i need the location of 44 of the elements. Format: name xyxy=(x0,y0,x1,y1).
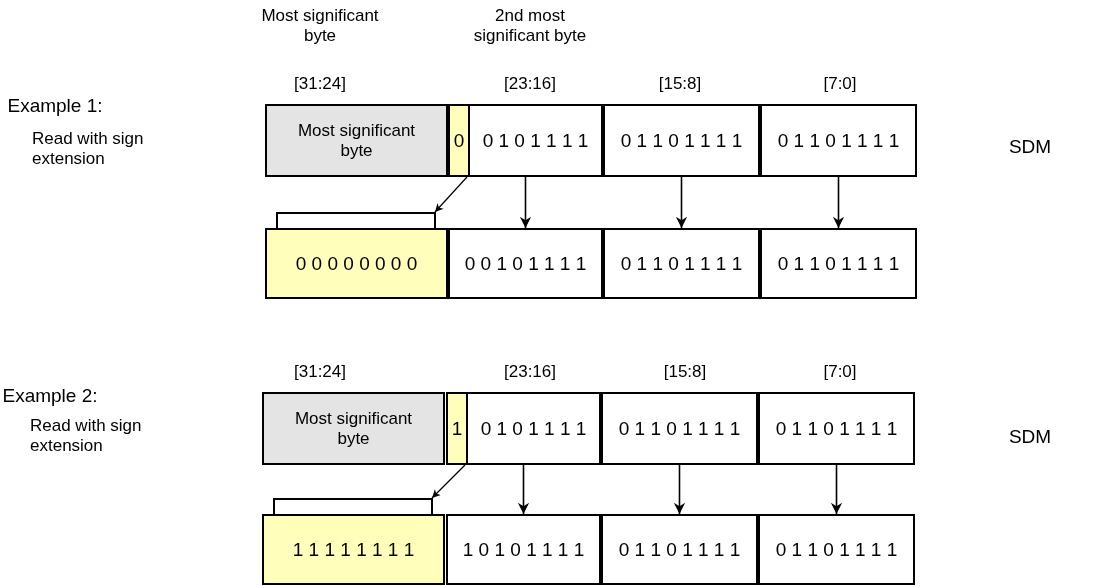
byte-box: 0 1 1 0 1 1 1 1 xyxy=(758,514,915,585)
byte-box: 0 1 1 0 1 1 1 1 xyxy=(603,228,760,299)
byte-box: 0 1 1 0 1 1 1 1 xyxy=(760,228,917,299)
byte-box: 0 1 1 0 1 1 1 1 xyxy=(601,392,758,465)
bit-range-label: [7:0] xyxy=(822,74,858,95)
bracket-line xyxy=(276,212,436,228)
sign-bit-cell: 1 xyxy=(448,394,468,463)
byte-box: 1 0 1 0 1 1 1 1 xyxy=(446,392,601,465)
bit-range-label: [15:8] xyxy=(657,74,703,95)
arrow xyxy=(675,176,688,229)
bit-range-label: [31:24] xyxy=(293,74,347,95)
sign-bit-cell: 0 xyxy=(450,106,470,175)
register-byte-box: Most significant byte xyxy=(262,392,445,465)
byte-box: 0 1 1 0 1 1 1 1 xyxy=(760,104,917,177)
arrow xyxy=(832,176,845,229)
column-heading: Most significant byte xyxy=(260,6,380,47)
byte-box: 0 1 1 0 1 1 1 1 xyxy=(601,514,758,585)
sign-extended-byte-box: 0 0 0 0 0 0 0 0 xyxy=(265,228,448,299)
arrow xyxy=(517,464,530,515)
register-byte-box: Most significant byte xyxy=(265,104,448,177)
example-title: Example 1: xyxy=(6,95,104,118)
arrow xyxy=(830,464,843,515)
example-description: Read with sign extension xyxy=(32,129,145,170)
byte-box: 0 0 1 0 1 1 1 1 xyxy=(448,104,603,177)
byte-box: 0 1 1 0 1 1 1 1 xyxy=(603,104,760,177)
example-title: Example 2: xyxy=(1,385,99,408)
arrow xyxy=(431,464,466,499)
sign-extended-byte-box: 1 1 1 1 1 1 1 1 xyxy=(262,514,445,585)
bit-range-label: [15:8] xyxy=(662,362,708,383)
bit-range-label: [23:16] xyxy=(503,74,557,95)
arrow xyxy=(434,176,468,213)
arrow xyxy=(519,176,532,229)
bit-range-label: [31:24] xyxy=(293,362,347,383)
bit-range-label: [7:0] xyxy=(822,362,858,383)
byte-box: 0 1 1 0 1 1 1 1 xyxy=(758,392,915,465)
byte-box: 1 0 1 0 1 1 1 1 xyxy=(446,514,601,585)
byte-box: 0 0 1 0 1 1 1 1 xyxy=(448,228,603,299)
column-heading: 2nd most significant byte xyxy=(472,6,588,47)
bracket-line xyxy=(273,498,433,514)
bit-range-label: [23:16] xyxy=(503,362,557,383)
example-description: Read with sign extension xyxy=(30,416,143,457)
register-label: SDM xyxy=(1007,426,1053,449)
arrow xyxy=(673,464,686,515)
register-label: SDM xyxy=(1007,136,1053,159)
